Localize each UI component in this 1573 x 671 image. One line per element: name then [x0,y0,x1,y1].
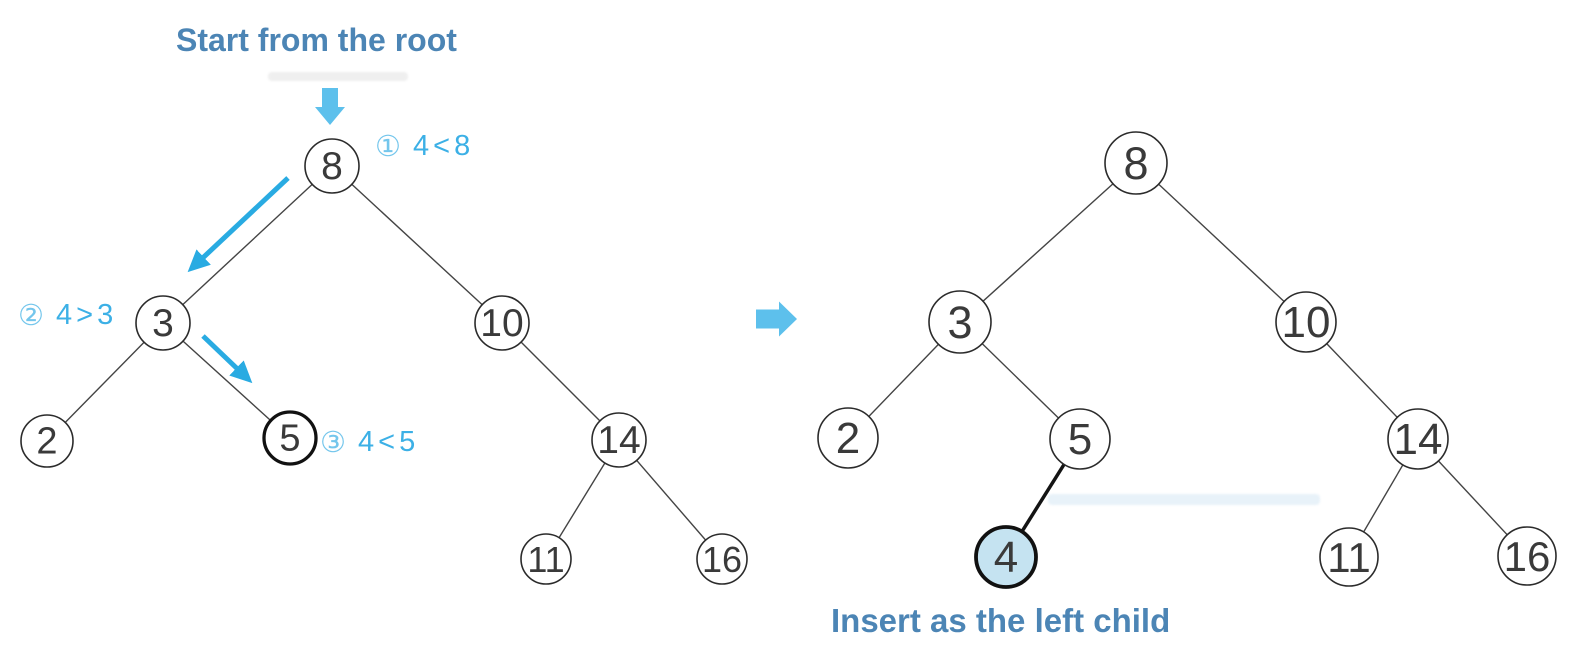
traverse-arrow-2 [201,334,253,384]
tree-edge-3-5 [162,322,291,439]
comparison-text-2: 4>3 [56,299,118,331]
tree-after-node-label-8: 8 [1123,138,1148,189]
traverse-arrow-1 [187,176,290,273]
annotation-step-2: ② 4>3 [18,298,117,333]
tree-after-node-label-14: 14 [1394,415,1443,464]
tree-after-node-5 [1049,408,1111,470]
tree-after-node-14 [1387,408,1449,470]
tree-after-node-label-2: 2 [836,414,860,463]
tree-after-node-label-3: 3 [947,297,972,348]
tree-before-node-14 [591,412,647,468]
tree-before-node-16 [696,533,748,585]
tree-edge-8-10 [331,165,503,324]
tree-edge-8-3 [959,162,1137,323]
tree-before-node-11 [520,533,572,585]
tree-before-node-8 [304,138,360,194]
tree-before-node-label-3: 3 [152,302,174,345]
tree-after-node-label-11: 11 [1327,534,1371,581]
tree-before-node-label-14: 14 [597,419,640,462]
tree-after-node-label-10: 10 [1282,298,1331,347]
tree-before-node-label-11: 11 [527,539,564,580]
annotation-step-3: ③ 4<5 [320,425,419,460]
tree-before-node-label-16: 16 [702,539,742,580]
tree-before-node-label-10: 10 [480,302,523,345]
tree-before-node-10 [474,295,530,351]
tree-edge-8-10 [1135,162,1307,323]
tree-after-node-label-4: 4 [994,533,1018,582]
tree-before-node-label-5: 5 [279,418,300,460]
tree-before-node-3 [135,295,191,351]
start-arrow-icon [315,88,345,125]
circled-3-icon: ③ [320,427,346,459]
tree-after-node-16 [1497,526,1557,586]
tree-after-node-3 [928,290,992,354]
annotation-step-1: ① 4<8 [375,129,474,164]
comparison-text-1: 4<8 [413,130,475,162]
tree-after-node-11 [1319,527,1379,587]
comparison-text-3: 4<5 [358,426,420,458]
tree-after-node-8 [1104,131,1168,195]
tree-edge-8-3 [162,165,333,324]
tree-before-node-label-2: 2 [36,421,57,463]
tree-after-node-10 [1275,291,1337,353]
insert-left-child-label: Insert as the left child [831,602,1171,639]
tree-after-node-2 [817,407,879,469]
tree-after-node-label-16: 16 [1504,533,1551,580]
tree-before-node-label-8: 8 [321,145,343,188]
tree-after-node-4 [974,525,1038,589]
tree-after-node-label-5: 5 [1068,415,1092,464]
tree-before-node-2 [20,414,74,468]
circled-2-icon: ② [18,300,44,332]
circled-1-icon: ① [375,131,401,163]
start-from-root-label: Start from the root [176,22,457,58]
tree-before-node-5 [262,410,318,466]
transform-arrow-icon [756,301,797,337]
